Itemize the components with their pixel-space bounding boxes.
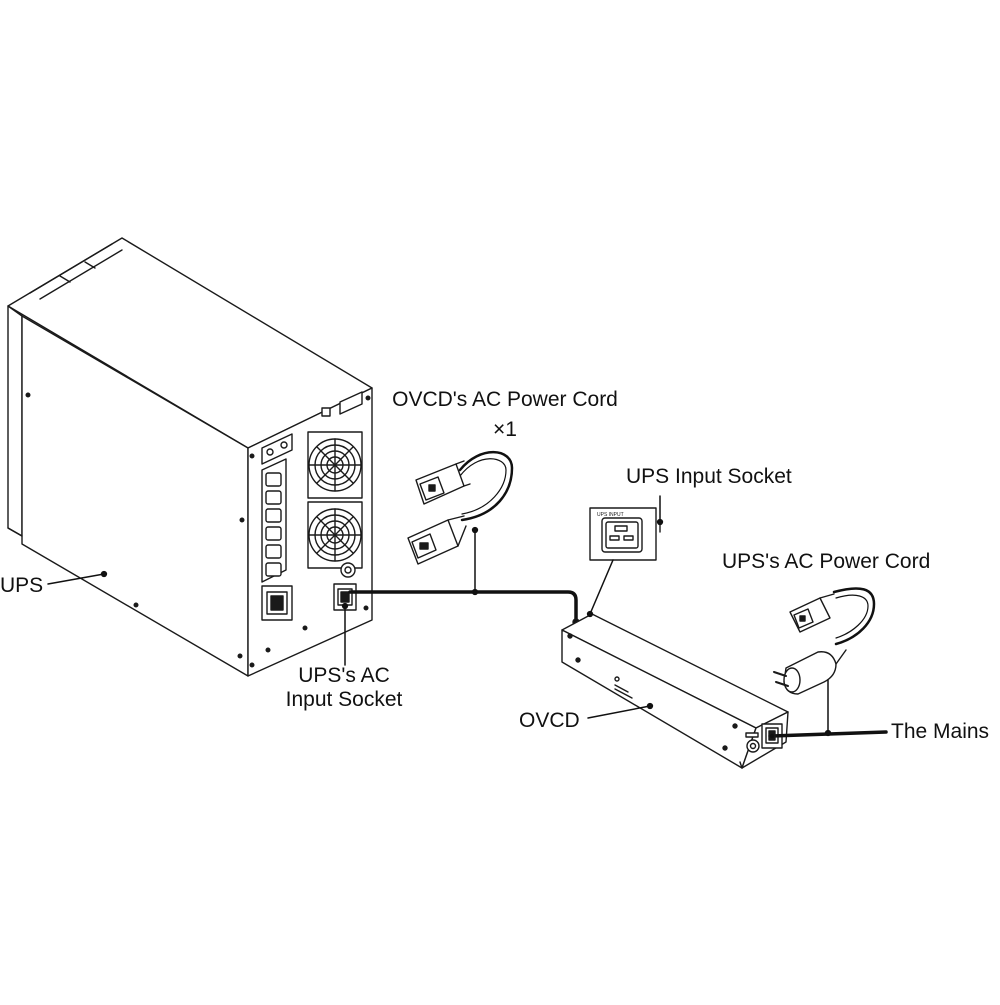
ups-power-cord — [773, 587, 876, 695]
label-ovcd: OVCD — [519, 709, 580, 732]
cable-ups-to-ovcd — [348, 590, 580, 626]
label-the-mains: The Mains — [891, 720, 990, 743]
ups-input-socket-callout: UPS INPUT — [589, 507, 661, 561]
label-ups: UPS — [0, 574, 44, 597]
label-ovcd-cord-line2: ×1 — [493, 418, 517, 441]
label-ups-ac-input-line2: Input Socket — [285, 688, 403, 711]
label-ovcd-cord-line1: OVCD's AC Power Cord — [392, 388, 618, 411]
ovcd-unit — [561, 613, 789, 769]
label-ups-cord: UPS's AC Power Cord — [722, 550, 931, 573]
ovcd-power-cord — [407, 450, 514, 565]
ups-unit — [7, 237, 373, 677]
leader-lines — [47, 495, 832, 737]
socket-caption: UPS INPUT — [597, 512, 624, 518]
label-ups-ac-input-line1: UPS's AC — [298, 664, 390, 687]
label-ups-input-socket: UPS Input Socket — [626, 465, 792, 488]
